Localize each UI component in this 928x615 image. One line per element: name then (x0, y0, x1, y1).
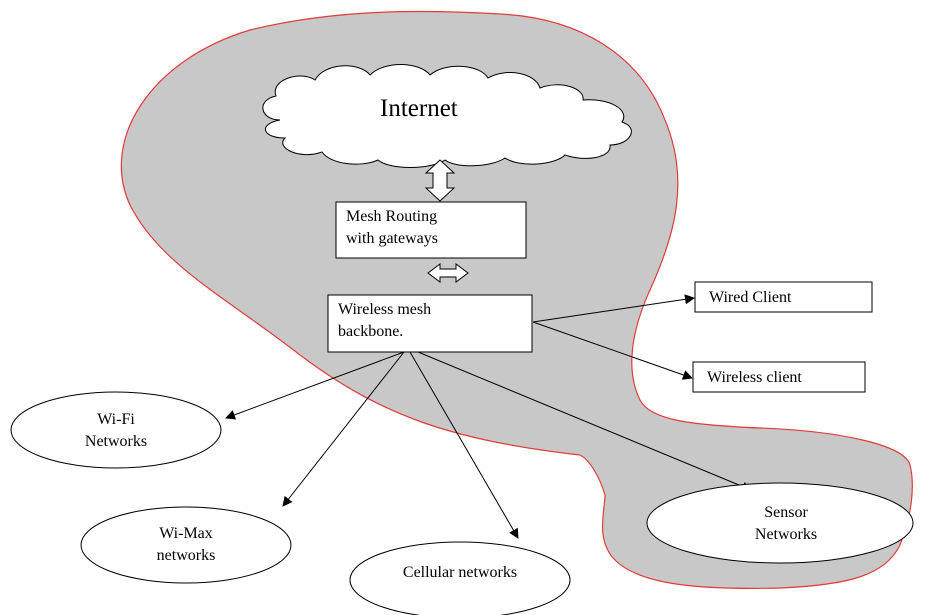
backbone-label-line1: Wireless mesh (338, 301, 431, 318)
backbone-label-line2: backbone. (338, 323, 403, 340)
sensor-label-line2: Networks (755, 526, 817, 543)
sensor-ellipse (646, 482, 914, 564)
wimax-label-line1: Wi-Max (159, 525, 213, 542)
wireless-client-rect (692, 361, 866, 393)
wifi-label-line1: Wi-Fi (97, 411, 135, 428)
wired-client-label: Wired Client (709, 289, 792, 306)
wifi-label-line2: Networks (85, 433, 147, 450)
cellular-networks-node: Cellular networks (349, 541, 571, 615)
wired-client-rect (694, 281, 873, 313)
wired-client-box: Wired Client (694, 281, 873, 313)
wimax-networks-node: Wi-Max networks (80, 506, 292, 584)
cellular-label: Cellular networks (403, 564, 517, 581)
cellular-ellipse (349, 541, 571, 615)
internet-label: Internet (380, 95, 458, 122)
wireless-client-label: Wireless client (707, 369, 802, 386)
backbone-rect (327, 294, 533, 353)
mesh-routing-label-line2: with gateways (346, 230, 438, 247)
cloud-shape (262, 64, 632, 168)
arrow-to-wired-client (532, 294, 695, 323)
arrow-to-wireless-client (532, 321, 693, 380)
arrow-to-sensor (417, 351, 752, 492)
mesh-routing-label-line1: Mesh Routing (346, 208, 437, 225)
sensor-networks-node: Sensor Networks (646, 482, 914, 564)
double-arrow-internet-routing (424, 159, 456, 202)
mesh-routing-box: Mesh Routing with gateways (335, 201, 527, 259)
wimax-label-line2: networks (157, 547, 216, 564)
wireless-client-box: Wireless client (692, 361, 866, 393)
arrow-to-cellular (409, 351, 519, 539)
internet-cloud: Internet (262, 64, 632, 168)
wifi-networks-node: Wi-Fi Networks (10, 391, 222, 469)
mesh-routing-rect (335, 201, 527, 259)
double-arrow-shape (424, 159, 456, 202)
double-arrow-routing-backbone (427, 263, 469, 283)
double-arrow-shape-2 (427, 263, 469, 283)
wimax-ellipse (80, 506, 292, 584)
sensor-label-line1: Sensor (764, 504, 808, 521)
arrow-to-wimax (282, 351, 405, 507)
backbone-box: Wireless mesh backbone. (327, 294, 533, 353)
arrow-to-wifi (225, 351, 405, 420)
wifi-ellipse (10, 391, 222, 469)
